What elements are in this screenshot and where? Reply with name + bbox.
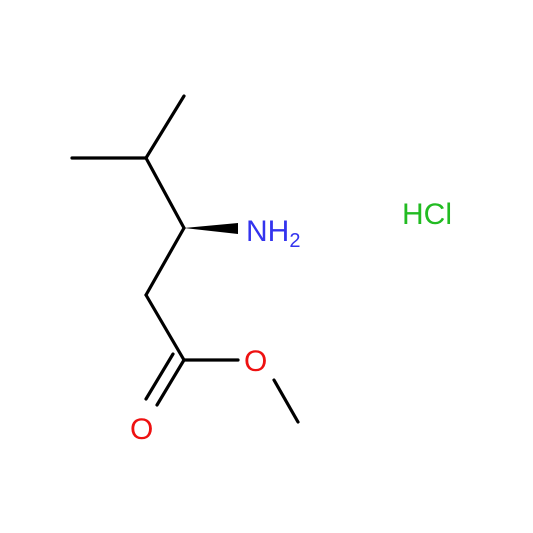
salt-hcl-label: HCl	[402, 198, 452, 231]
bond-isopropyl-to-stereocenter	[144, 156, 186, 230]
bond-ch2-to-carbonyl	[144, 293, 186, 362]
carbonyl-oxygen-label: O	[130, 413, 153, 446]
bond-stereocenter-to-ch2	[144, 226, 186, 297]
amine-label-subscript: 2	[289, 230, 300, 252]
bond-carbonyl-double-a	[155, 358, 186, 407]
bond-carbonyl-double-b	[144, 352, 175, 401]
ester-oxygen-label: O	[244, 345, 267, 378]
wedge-bond-to-amine	[184, 223, 238, 234]
bond-ester-oxygen-to-methyl	[272, 378, 300, 424]
bond-methyl-up	[144, 94, 186, 160]
amine-label: NH2	[246, 215, 300, 252]
amine-label-main: NH	[246, 215, 289, 248]
